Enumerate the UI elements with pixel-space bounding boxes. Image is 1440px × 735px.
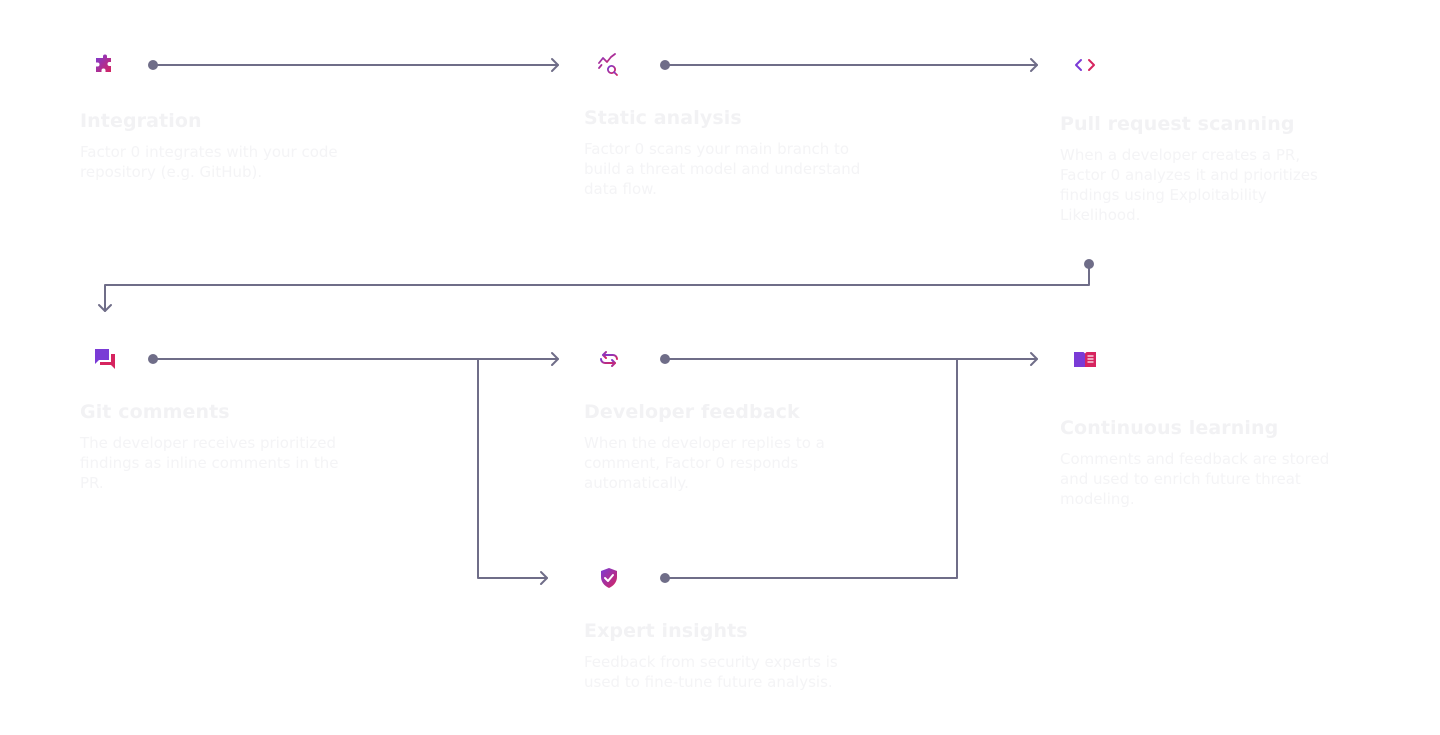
refresh-icon bbox=[597, 347, 621, 371]
connector-git-to-expert-insights bbox=[477, 358, 548, 579]
step-description: When the developer replies to a comment,… bbox=[584, 434, 825, 492]
step-description: When a developer creates a PR, Factor 0 … bbox=[1060, 146, 1318, 224]
comments-icon bbox=[93, 347, 117, 371]
step-developer-feedback: Developer feedback When the developer re… bbox=[584, 400, 884, 493]
step-git-comments: Git comments The developer receives prio… bbox=[80, 400, 380, 493]
arrowhead bbox=[98, 304, 112, 312]
step-static-analysis: Static analysis Factor 0 scans your main… bbox=[584, 106, 884, 199]
shield-check-icon bbox=[597, 566, 621, 590]
step-title: Pull request scanning bbox=[1060, 113, 1295, 135]
puzzle-icon bbox=[93, 53, 117, 77]
arrowhead bbox=[1030, 352, 1038, 366]
step-title: Git comments bbox=[80, 401, 230, 423]
arrowhead bbox=[540, 571, 548, 585]
step-title: Integration bbox=[80, 110, 202, 132]
step-title: Developer feedback bbox=[584, 401, 800, 423]
step-title: Static analysis bbox=[584, 107, 742, 129]
code-icon bbox=[1073, 53, 1097, 77]
step-continuous-learning: Continuous learning Comments and feedbac… bbox=[1060, 416, 1360, 509]
step-title: Expert insights bbox=[584, 620, 748, 642]
arrowhead bbox=[1030, 58, 1038, 72]
arrowhead bbox=[551, 352, 559, 366]
step-description: Feedback from security experts is used t… bbox=[584, 653, 838, 691]
step-description: Factor 0 integrates with your code repos… bbox=[80, 143, 338, 181]
connector-pr-to-git-comments bbox=[104, 263, 1090, 312]
connector-expert-to-learning bbox=[664, 358, 958, 579]
chart-search-icon bbox=[596, 53, 620, 77]
step-integration: Integration Factor 0 integrates with you… bbox=[80, 109, 380, 182]
arrowhead bbox=[551, 58, 559, 72]
step-description: The developer receives prioritized findi… bbox=[80, 434, 339, 492]
step-pull-request-scanning: Pull request scanning When a developer c… bbox=[1060, 112, 1350, 225]
step-expert-insights: Expert insights Feedback from security e… bbox=[584, 619, 884, 692]
step-description: Comments and feedback are stored and use… bbox=[1060, 450, 1330, 508]
step-title: Continuous learning bbox=[1060, 417, 1279, 439]
book-icon bbox=[1073, 347, 1097, 371]
step-description: Factor 0 scans your main branch to build… bbox=[584, 140, 861, 198]
